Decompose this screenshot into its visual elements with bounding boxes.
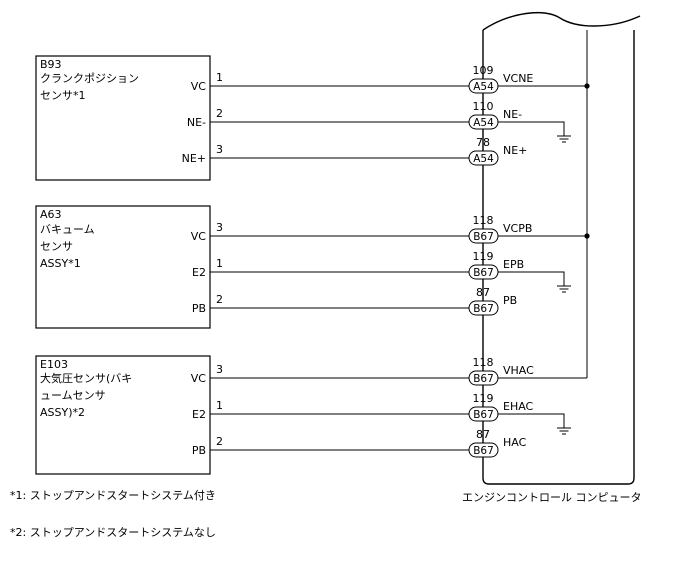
ecu-label: エンジンコントロール コンピュータ [462, 491, 642, 504]
connector-code: A54 [473, 81, 494, 93]
connector-code: B67 [473, 303, 494, 315]
ecu-ground-wire [498, 121, 565, 136]
sensor-pin-label: PB [192, 302, 206, 315]
ecu-pin-number: 119 [473, 250, 494, 263]
wire-number: 2 [216, 293, 223, 306]
ecu-signal-name: NE+ [503, 144, 527, 157]
connector-code: A54 [473, 117, 494, 129]
connector-pill [468, 150, 499, 166]
sensor-pin-label: PB [192, 444, 206, 457]
sensor-pin-label: VC [191, 372, 207, 385]
connector-code: B67 [473, 409, 494, 421]
sensor-code: B93 [40, 58, 62, 71]
wire-number: 3 [216, 143, 223, 156]
note-1: *1: ストップアンドスタートシステム付き [10, 489, 216, 502]
sensor-name-line: センサ*1 [40, 89, 86, 102]
connector-pill [468, 300, 499, 316]
sensor-group: B93クランクポジションセンサ*1VC1109A54VCNENE-2110A54… [35, 55, 587, 181]
ecu-outline [482, 30, 635, 485]
wire-number: 1 [216, 257, 223, 270]
ecu-ground-wire [498, 413, 565, 428]
sensor-box [35, 355, 211, 475]
wire-number: 3 [216, 221, 223, 234]
sensor-pin-label: NE- [187, 116, 206, 129]
ecu-pin-number: 78 [476, 136, 490, 149]
ecu-pin-number: 109 [473, 64, 494, 77]
sensor-pin-label: E2 [192, 266, 206, 279]
sensor-pin-label: NE+ [182, 152, 206, 165]
ecu-pin-number: 87 [476, 286, 490, 299]
ecu-pin-number: 87 [476, 428, 490, 441]
sensor-name-line: 大気圧センサ(バキ [40, 371, 132, 385]
sensor-box [35, 55, 211, 181]
ecu-top-wave [482, 12, 641, 31]
sensor-name-line: バキューム [40, 223, 95, 236]
sensor-code: A63 [40, 208, 62, 221]
connector-pill [468, 442, 499, 458]
ground-icon [557, 427, 571, 435]
ecu-signal-name: VCNE [503, 72, 533, 85]
sensor-name-line: センサ [40, 240, 73, 253]
ecu-pin-number: 119 [473, 392, 494, 405]
ecu-signal-name: PB [503, 294, 517, 307]
connector-code: B67 [473, 231, 494, 243]
connector-code: B67 [473, 267, 494, 279]
sensor-box [35, 205, 211, 329]
ecu-pin-number: 110 [473, 100, 494, 113]
ground-icon [557, 285, 571, 293]
sensor-code: E103 [40, 358, 68, 371]
ecu-pin-number: 118 [473, 214, 494, 227]
wire-number: 2 [216, 107, 223, 120]
wire-number: 1 [216, 399, 223, 412]
ecu-signal-name: HAC [503, 436, 527, 449]
ecu-signal-name: EHAC [503, 400, 534, 413]
sensor-pin-label: E2 [192, 408, 206, 421]
ecu-signal-name: EPB [503, 258, 524, 271]
ecu-signal-name: NE- [503, 108, 522, 121]
sensor-name-line: ASSY)*2 [40, 406, 85, 419]
sensor-group: A63バキュームセンサASSY*1VC3118B67VCPBE21119B67E… [35, 205, 587, 329]
wire-number: 2 [216, 435, 223, 448]
sensor-name-line: ASSY*1 [40, 257, 81, 270]
ground-icon [557, 135, 571, 143]
sensor-name-line: ュームセンサ [40, 389, 106, 402]
sensor-name-line: クランクポジション [40, 72, 139, 85]
ecu-signal-name: VCPB [503, 222, 532, 235]
connector-code: A54 [473, 153, 494, 165]
wire-number: 3 [216, 363, 223, 376]
connector-code: B67 [473, 445, 494, 457]
wire-number: 1 [216, 71, 223, 84]
sensor-pin-label: VC [191, 230, 207, 243]
ecu-signal-name: VHAC [503, 364, 534, 377]
sensor-pin-label: VC [191, 80, 207, 93]
ecu-ground-wire [498, 271, 565, 286]
connector-code: B67 [473, 373, 494, 385]
ecu-pin-number: 118 [473, 356, 494, 369]
note-2: *2: ストップアンドスタートシステムなし [10, 526, 216, 539]
